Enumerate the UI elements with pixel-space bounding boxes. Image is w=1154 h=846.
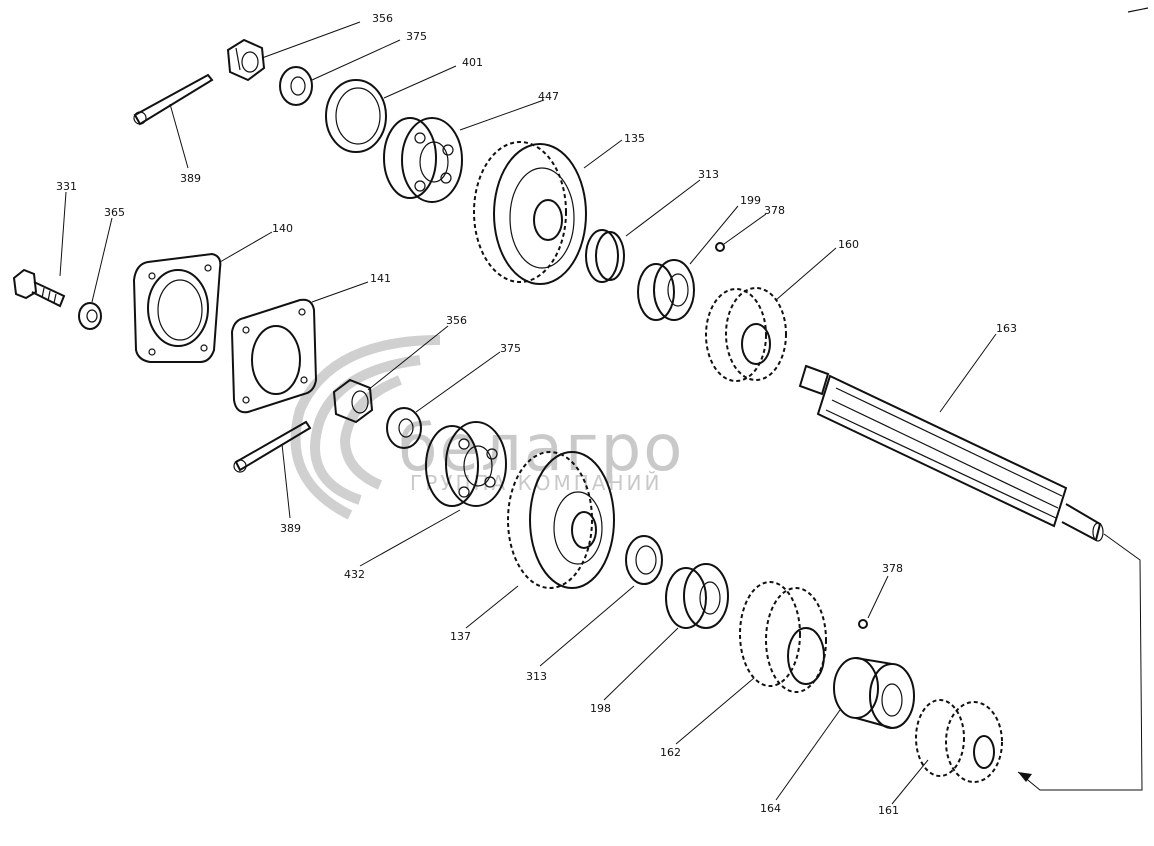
watermark-logo-icon bbox=[290, 335, 441, 520]
label-389-top: 389 bbox=[180, 172, 201, 185]
flange-140 bbox=[132, 252, 222, 363]
ball-378-top bbox=[715, 242, 725, 252]
label-356-top: 356 bbox=[372, 12, 393, 25]
label-356-mid: 356 bbox=[446, 314, 467, 327]
label-378-lower: 378 bbox=[882, 562, 903, 575]
castle-nut-top bbox=[226, 38, 266, 82]
castle-nut-mid bbox=[332, 378, 374, 424]
shaft-163 bbox=[798, 364, 1104, 542]
label-313-lower: 313 bbox=[526, 670, 547, 683]
lock-washer-365 bbox=[78, 302, 102, 330]
gear-137 bbox=[507, 451, 615, 589]
label-375-top: 375 bbox=[406, 30, 427, 43]
label-447: 447 bbox=[538, 90, 559, 103]
gear-162 bbox=[739, 581, 827, 693]
gear-135 bbox=[473, 141, 587, 285]
label-137: 137 bbox=[450, 630, 471, 643]
label-331: 331 bbox=[56, 180, 77, 193]
ball-378-lower bbox=[858, 619, 868, 629]
label-365: 365 bbox=[104, 206, 125, 219]
ring-313-lower bbox=[625, 535, 663, 585]
gear-161 bbox=[915, 699, 1003, 783]
label-162: 162 bbox=[660, 746, 681, 759]
washer-mid bbox=[386, 407, 422, 449]
corner-mark bbox=[1127, 7, 1149, 13]
label-140: 140 bbox=[272, 222, 293, 235]
label-378-top: 378 bbox=[764, 204, 785, 217]
label-432: 432 bbox=[344, 568, 365, 581]
label-160: 160 bbox=[838, 238, 859, 251]
leader-lines bbox=[59, 21, 997, 805]
label-389-mid: 389 bbox=[280, 522, 301, 535]
watermark: белагро ГРУППА КОМПАНИЙ bbox=[290, 335, 682, 520]
washer-top bbox=[279, 66, 313, 106]
bushing-199 bbox=[637, 259, 695, 321]
bolt-331 bbox=[12, 268, 66, 308]
label-198: 198 bbox=[590, 702, 611, 715]
label-141: 141 bbox=[370, 272, 391, 285]
label-401: 401 bbox=[462, 56, 483, 69]
assembly-arrow bbox=[1017, 533, 1143, 791]
label-161: 161 bbox=[878, 804, 899, 817]
label-164: 164 bbox=[760, 802, 781, 815]
label-313-top: 313 bbox=[698, 168, 719, 181]
cotter-pin-top bbox=[133, 73, 214, 126]
label-375-mid: 375 bbox=[500, 342, 521, 355]
bushing-198 bbox=[665, 563, 729, 629]
bearing-447 bbox=[383, 117, 463, 203]
gasket-141 bbox=[230, 298, 318, 414]
spring-ring bbox=[325, 79, 387, 153]
label-163: 163 bbox=[996, 322, 1017, 335]
hub-164 bbox=[833, 657, 915, 729]
part-labels: 356 375 401 389 447 135 313 199 378 331 … bbox=[56, 12, 1017, 817]
bearing-432 bbox=[425, 421, 507, 507]
gear-160 bbox=[705, 287, 787, 382]
ring-313-top bbox=[585, 229, 625, 283]
label-135: 135 bbox=[624, 132, 645, 145]
cotter-pin-mid bbox=[233, 420, 312, 473]
label-199: 199 bbox=[740, 194, 761, 207]
